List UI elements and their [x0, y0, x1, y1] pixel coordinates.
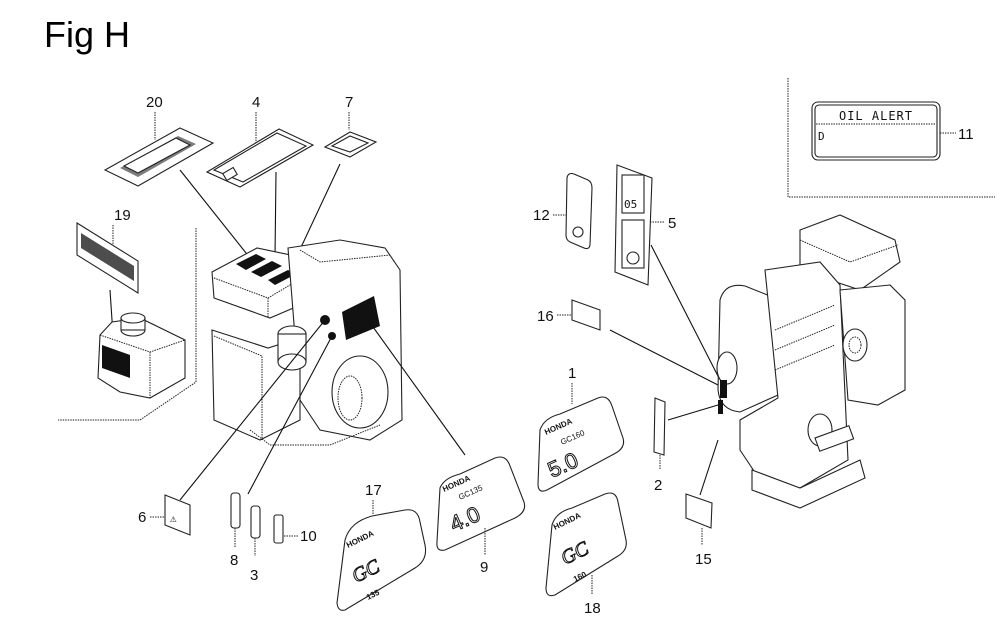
part-4-label: 4: [205, 94, 315, 259]
callout-5[interactable]: 5: [668, 215, 676, 232]
leader-6: [179, 319, 326, 501]
callout-16[interactable]: 16: [537, 308, 554, 325]
callout-18[interactable]: 18: [584, 600, 601, 617]
callout-8[interactable]: 8: [230, 552, 238, 569]
callout-2[interactable]: 2: [654, 477, 662, 494]
part-12-label: 12: [533, 172, 593, 250]
oil-alert-text: OIL ALERT: [839, 109, 913, 123]
callout-19[interactable]: 19: [114, 207, 131, 224]
part-8-label: 8: [230, 492, 241, 569]
callout-12[interactable]: 12: [533, 207, 550, 224]
engine-left-view: [211, 239, 403, 446]
callout-4[interactable]: 4: [252, 94, 260, 111]
svg-text:⚠: ⚠: [170, 512, 177, 525]
part-6-label: ⚠ 6: [138, 494, 191, 536]
part-16-label: 16: [537, 299, 719, 386]
callout-9[interactable]: 9: [480, 559, 488, 576]
part-7-label: 7: [295, 94, 378, 259]
engine-right-view: [716, 214, 906, 509]
fuel-tank: [58, 228, 197, 421]
callout-11[interactable]: 11: [958, 126, 974, 143]
part-5-label: 05 5: [614, 164, 721, 381]
part-2-label: 2: [653, 397, 719, 494]
callout-7[interactable]: 7: [345, 94, 353, 111]
part-17-label: 17 HONDA GC 135: [336, 482, 427, 611]
callout-20[interactable]: 20: [146, 94, 163, 111]
callout-1[interactable]: 1: [568, 365, 576, 382]
part-20-label: 20: [103, 94, 251, 259]
callout-6[interactable]: 6: [138, 509, 146, 526]
callout-10[interactable]: 10: [300, 528, 317, 545]
oil-alert-symbol: D: [818, 130, 825, 143]
part-18-label: HONDA GC 160 18: [545, 492, 627, 617]
svg-text:05: 05: [624, 198, 637, 211]
leader-3: [247, 335, 333, 495]
part-3-label: 3: [250, 505, 261, 584]
part-9-label: HONDA GC135 4.0 9: [436, 456, 526, 576]
figure-title: Fig H: [44, 14, 131, 55]
part-10-label: 10: [273, 514, 317, 545]
part-15-label: 15: [685, 439, 719, 568]
callout-15[interactable]: 15: [695, 551, 712, 568]
callout-17[interactable]: 17: [365, 482, 382, 499]
callout-3[interactable]: 3: [250, 567, 258, 584]
oil-alert-inset: OIL ALERT D 11: [787, 78, 995, 198]
part-1-label: 1 HONDA GC160 5.0: [537, 365, 625, 492]
leader-9: [367, 319, 466, 456]
